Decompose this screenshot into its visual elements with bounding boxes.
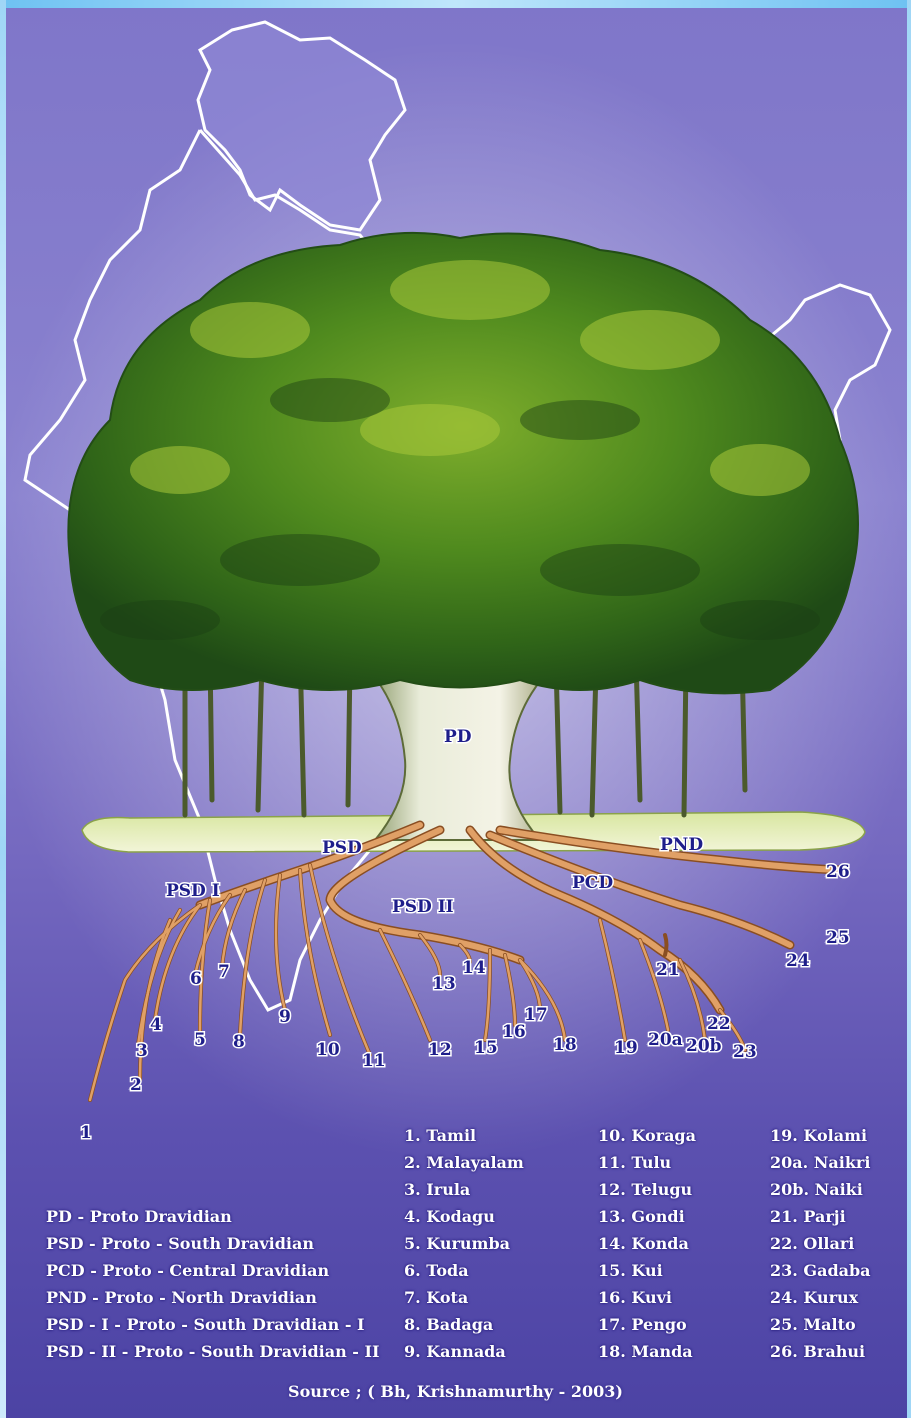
tip-number: 13 xyxy=(432,974,456,994)
language-item: 26. Brahui xyxy=(770,1342,865,1361)
node-label-pd: PD xyxy=(444,727,472,747)
abbreviation-item: PCD - Proto - Central Dravidian xyxy=(46,1261,329,1280)
language-item: 1. Tamil xyxy=(404,1126,476,1145)
language-item: 2. Malayalam xyxy=(404,1153,524,1172)
tip-number: 5 xyxy=(194,1030,206,1050)
language-item: 22. Ollari xyxy=(770,1234,854,1253)
language-item: 8. Badaga xyxy=(404,1315,493,1334)
tip-number: 12 xyxy=(428,1040,452,1060)
tip-number: 15 xyxy=(474,1038,498,1058)
tip-number: 9 xyxy=(279,1007,291,1027)
language-item: 9. Kannada xyxy=(404,1342,506,1361)
tip-number: 14 xyxy=(462,958,486,978)
language-item: 17. Pengo xyxy=(598,1315,687,1334)
language-item: 3. Irula xyxy=(404,1180,470,1199)
abbreviation-item: PSD - Proto - South Dravidian xyxy=(46,1234,314,1253)
node-label-psd: PSD xyxy=(322,838,362,858)
tip-number: 25 xyxy=(826,928,850,948)
tip-number: 26 xyxy=(826,862,850,882)
tip-number: 24 xyxy=(786,951,810,971)
language-item: 10. Koraga xyxy=(598,1126,696,1145)
abbreviation-item: PSD - I - Proto - South Dravidian - I xyxy=(46,1315,365,1334)
language-item: 18. Manda xyxy=(598,1342,693,1361)
node-label-pnd: PND xyxy=(660,835,703,855)
tip-number: 1 xyxy=(80,1123,92,1143)
tip-number: 7 xyxy=(218,962,230,982)
language-item: 13. Gondi xyxy=(598,1207,685,1226)
language-item: 19. Kolami xyxy=(770,1126,867,1145)
language-item: 21. Parji xyxy=(770,1207,846,1226)
node-label-pcd: PCD xyxy=(572,873,613,893)
language-item: 23. Gadaba xyxy=(770,1261,871,1280)
tip-number: 2 xyxy=(130,1075,142,1095)
tip-number: 16 xyxy=(502,1022,526,1042)
tip-number: 18 xyxy=(553,1035,577,1055)
language-item: 14. Konda xyxy=(598,1234,689,1253)
tip-number: 20a xyxy=(648,1030,683,1050)
abbreviation-item: PND - Proto - North Dravidian xyxy=(46,1288,317,1307)
tip-number: 11 xyxy=(362,1051,386,1071)
source-citation: Source ; ( Bh, Krishnamurthy - 2003) xyxy=(0,1382,911,1401)
abbreviation-item: PSD - II - Proto - South Dravidian - II xyxy=(46,1342,379,1361)
language-item: 5. Kurumba xyxy=(404,1234,510,1253)
tip-number: 19 xyxy=(614,1038,638,1058)
tip-number: 10 xyxy=(316,1040,340,1060)
language-item: 15. Kui xyxy=(598,1261,663,1280)
tip-number: 6 xyxy=(190,969,202,989)
tip-number: 23 xyxy=(733,1042,757,1062)
tip-number: 22 xyxy=(707,1014,731,1034)
language-item: 16. Kuvi xyxy=(598,1288,672,1307)
language-item: 4. Kodagu xyxy=(404,1207,495,1226)
tip-number: 3 xyxy=(136,1041,148,1061)
language-item: 6. Toda xyxy=(404,1261,469,1280)
language-item: 20b. Naiki xyxy=(770,1180,863,1199)
language-item: 20a. Naikri xyxy=(770,1153,870,1172)
language-item: 12. Telugu xyxy=(598,1180,692,1199)
language-item: 24. Kurux xyxy=(770,1288,858,1307)
tip-number: 20b xyxy=(686,1036,722,1056)
tip-number: 21 xyxy=(656,960,680,980)
node-label-psd-ii: PSD II xyxy=(392,897,454,917)
node-label-psd-i: PSD I xyxy=(166,881,220,901)
language-item: 7. Kota xyxy=(404,1288,468,1307)
tip-number: 4 xyxy=(150,1015,162,1035)
tip-number: 17 xyxy=(524,1005,548,1025)
abbreviation-item: PD - Proto Dravidian xyxy=(46,1207,232,1226)
tip-number: 8 xyxy=(233,1032,245,1052)
language-item: 25. Malto xyxy=(770,1315,856,1334)
language-item: 11. Tulu xyxy=(598,1153,671,1172)
